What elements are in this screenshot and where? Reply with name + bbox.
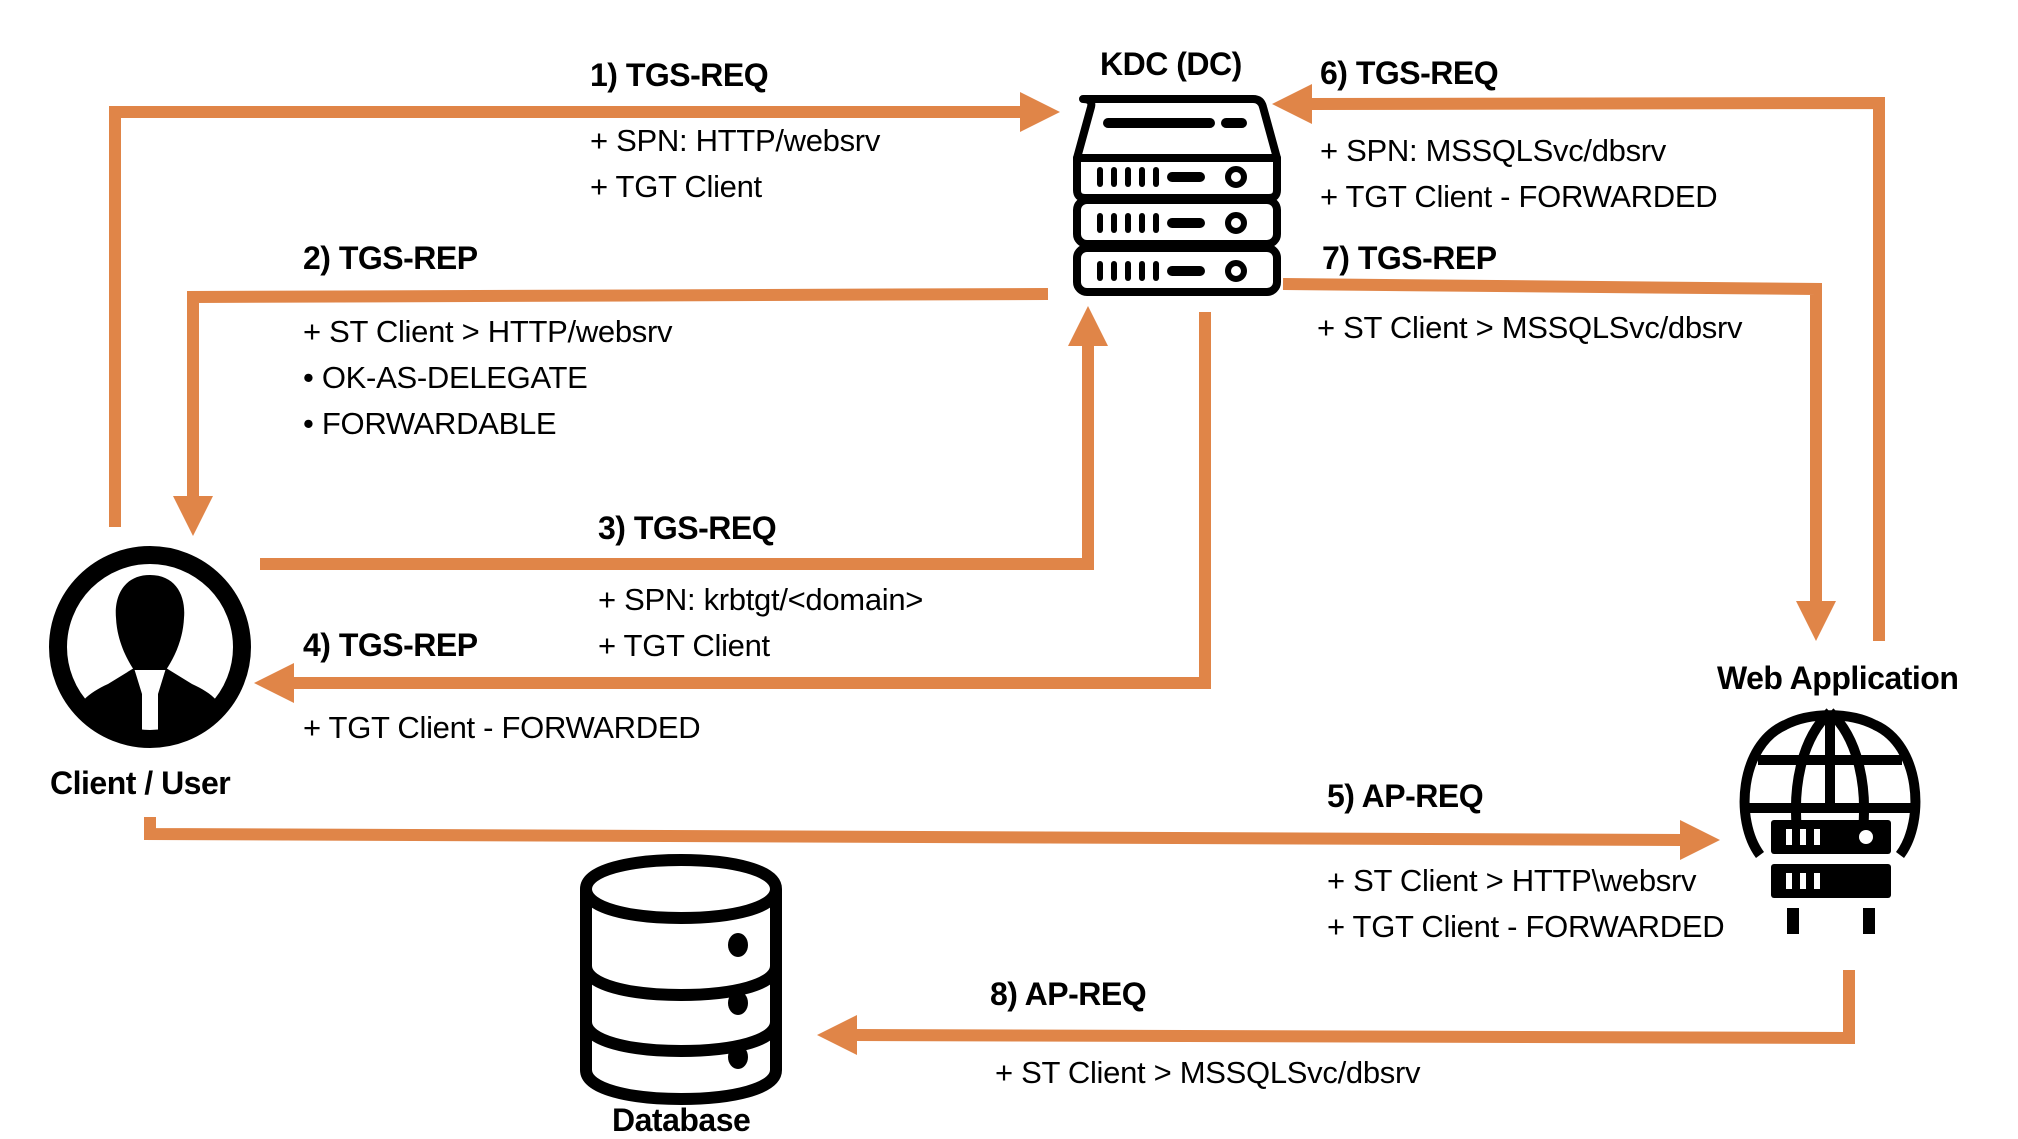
step-1-details: + SPN: HTTP/websrv + TGT Client (590, 118, 880, 210)
step-2-detail: + ST Client > HTTP/websrv (303, 314, 673, 349)
step-7-title: 7) TGS-REP (1322, 240, 1497, 276)
arrow-step-7 (1282, 278, 1836, 641)
step-1-title: 1) TGS-REQ (590, 57, 769, 93)
step-5-detail: + TGT Client - FORWARDED (1327, 909, 1725, 944)
step-6-title: 6) TGS-REQ (1320, 55, 1499, 91)
database-icon (580, 853, 782, 1106)
step-8-title: 8) AP-REQ (990, 976, 1147, 1012)
step-2-detail: • OK-AS-DELEGATE (303, 360, 588, 395)
client-label: Client / User (50, 765, 231, 801)
webapp-label: Web Application (1717, 660, 1959, 696)
arrow-step-6 (1272, 84, 1885, 641)
step-4-title: 4) TGS-REP (303, 627, 478, 663)
step-8-details: + ST Client > MSSQLSvc/dbsrv (995, 1050, 1421, 1096)
server-stack-icon (1073, 95, 1281, 296)
step-2-detail: • FORWARDABLE (303, 406, 557, 441)
globe-server-icon (1739, 708, 1921, 934)
step-2-details: + ST Client > HTTP/websrv • OK-AS-DELEGA… (303, 309, 673, 447)
user-avatar-icon (49, 546, 251, 748)
step-7-detail: + ST Client > MSSQLSvc/dbsrv (1317, 310, 1743, 345)
step-1-detail: + SPN: HTTP/websrv (590, 123, 881, 158)
step-4-details: + TGT Client - FORWARDED (303, 705, 701, 751)
step-4-detail: + TGT Client - FORWARDED (303, 710, 701, 745)
step-5-detail: + ST Client > HTTP\websrv (1327, 863, 1697, 898)
arrow-step-3 (260, 306, 1108, 570)
step-3-detail: + TGT Client (598, 628, 770, 663)
step-2-title: 2) TGS-REP (303, 240, 478, 276)
step-6-detail: + TGT Client - FORWARDED (1320, 179, 1718, 214)
step-3-title: 3) TGS-REQ (598, 510, 777, 546)
arrow-step-2 (173, 288, 1049, 536)
step-6-detail: + SPN: MSSQLSvc/dbsrv (1320, 133, 1667, 168)
database-label: Database (612, 1102, 751, 1138)
step-3-details: + SPN: krbtgt/<domain> + TGT Client (598, 577, 923, 669)
step-7-details: + ST Client > MSSQLSvc/dbsrv (1317, 305, 1743, 351)
arrow-step-8 (817, 970, 1855, 1055)
arrow-step-1 (109, 92, 1060, 527)
step-8-detail: + ST Client > MSSQLSvc/dbsrv (995, 1055, 1421, 1090)
kdc-label: KDC (DC) (1100, 46, 1242, 82)
step-1-detail: + TGT Client (590, 169, 762, 204)
step-6-details: + SPN: MSSQLSvc/dbsrv + TGT Client - FOR… (1320, 128, 1718, 220)
arrow-step-5 (144, 817, 1720, 860)
step-5-details: + ST Client > HTTP\websrv + TGT Client -… (1327, 858, 1725, 950)
step-5-title: 5) AP-REQ (1327, 778, 1484, 814)
arrow-step-4 (254, 312, 1211, 703)
step-3-detail: + SPN: krbtgt/<domain> (598, 582, 924, 617)
